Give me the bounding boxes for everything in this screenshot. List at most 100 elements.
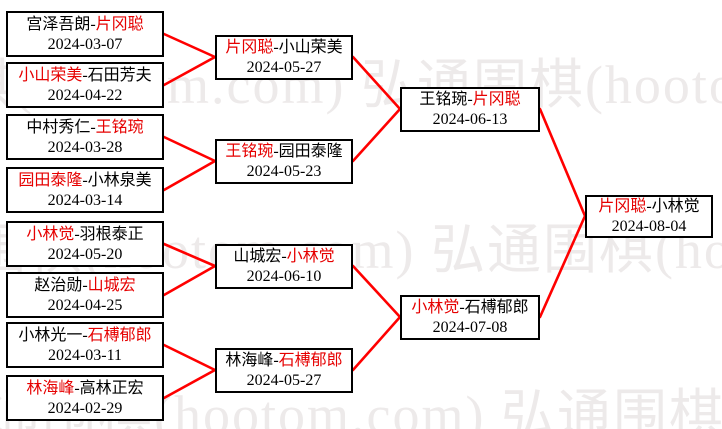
player1-name: 小林觉 <box>26 225 75 243</box>
match-players: 山城宏-小林觉 <box>233 246 334 267</box>
player1-name: 王铭琬 <box>225 143 274 160</box>
match-date: 2024-05-27 <box>246 59 322 76</box>
player2-name: 小林泉美 <box>87 171 152 189</box>
player1-name: 小山荣美 <box>18 66 83 84</box>
match-date: 2024-04-22 <box>47 86 123 104</box>
player2-name: 石榑郁郎 <box>464 299 529 316</box>
match-players: 宫泽吾朗-片冈聪 <box>26 14 143 35</box>
match-date: 2024-03-11 <box>47 346 123 364</box>
player1-name: 林海峰 <box>26 379 75 397</box>
match-date: 2024-04-25 <box>47 296 123 314</box>
player2-name: 石田芳夫 <box>87 66 152 84</box>
players-separator: - <box>459 299 465 316</box>
connector-line <box>538 107 587 218</box>
player2-name: 小林觉 <box>286 248 335 265</box>
match-date: 2024-05-20 <box>47 245 123 263</box>
players-separator: - <box>74 379 80 397</box>
match-box: 小林觉-石榑郁郎 2024-07-08 <box>400 295 540 340</box>
player2-name: 石榑郁郎 <box>87 326 152 344</box>
players-separator: - <box>82 326 88 344</box>
match-box: 小林觉-羽根泰正 2024-05-20 <box>6 221 164 267</box>
match-date: 2024-05-27 <box>246 372 322 389</box>
match-date: 2024-08-04 <box>611 218 687 235</box>
match-players: 小林觉-石榑郁郎 <box>411 297 528 318</box>
match-date: 2024-03-14 <box>47 191 123 209</box>
match-date: 2024-07-08 <box>432 319 508 336</box>
players-separator: - <box>273 352 279 369</box>
connector-line <box>162 32 217 59</box>
player2-name: 小林觉 <box>651 198 700 215</box>
connector-line <box>162 135 217 163</box>
player1-name: 片冈聪 <box>225 39 274 56</box>
player1-name: 宫泽吾朗 <box>26 15 91 33</box>
connector-line <box>538 214 587 319</box>
match-box: 中村秀仁-王铭琬 2024-03-28 <box>6 114 164 160</box>
player2-name: 片冈聪 <box>95 15 144 33</box>
match-players: 王铭琬-园田泰隆 <box>225 141 342 162</box>
connector-line <box>351 55 402 111</box>
players-separator: - <box>281 248 287 265</box>
connector-line <box>162 159 217 192</box>
match-box: 山城宏-小林觉 2024-06-10 <box>215 244 353 289</box>
match-box: 赵治勋-山城宏 2024-04-25 <box>6 272 164 318</box>
player1-name: 片冈聪 <box>598 198 647 215</box>
connector-line <box>162 242 217 268</box>
player1-name: 园田泰隆 <box>18 171 83 189</box>
match-date: 2024-05-23 <box>246 163 322 180</box>
player1-name: 山城宏 <box>233 248 282 265</box>
match-players: 中村秀仁-王铭琬 <box>26 117 143 138</box>
match-box: 片冈聪-小林觉 2024-08-04 <box>585 195 713 238</box>
connector-line <box>162 264 217 297</box>
player1-name: 小林光一 <box>18 326 83 344</box>
connector-line <box>351 264 402 319</box>
match-players: 小林觉-羽根泰正 <box>26 224 143 245</box>
match-date: 2024-06-10 <box>246 268 322 285</box>
players-separator: - <box>74 225 80 243</box>
players-separator: - <box>273 39 279 56</box>
match-date: 2024-03-07 <box>47 35 123 53</box>
players-separator: - <box>82 66 88 84</box>
players-separator: - <box>82 276 88 294</box>
connector-line <box>351 107 402 163</box>
player1-name: 林海峰 <box>225 352 274 369</box>
connector-line <box>351 315 402 372</box>
match-players: 片冈聪-小山荣美 <box>225 37 342 58</box>
match-box: 小林光一-石榑郁郎 2024-03-11 <box>6 322 164 368</box>
players-separator: - <box>467 91 473 108</box>
match-players: 小林光一-石榑郁郎 <box>18 325 151 346</box>
match-box: 片冈聪-小山荣美 2024-05-27 <box>215 35 353 80</box>
player1-name: 小林觉 <box>411 299 460 316</box>
match-players: 园田泰隆-小林泉美 <box>18 170 151 191</box>
player2-name: 园田泰隆 <box>278 143 343 160</box>
player2-name: 片冈聪 <box>472 91 521 108</box>
match-players: 片冈聪-小林觉 <box>598 196 699 217</box>
connector-line <box>162 343 217 372</box>
match-box: 小山荣美-石田芳夫 2024-04-22 <box>6 62 164 108</box>
player2-name: 高林正宏 <box>79 379 144 397</box>
players-separator: - <box>82 171 88 189</box>
player2-name: 羽根泰正 <box>79 225 144 243</box>
player2-name: 石榑郁郎 <box>278 352 343 369</box>
match-box: 宫泽吾朗-片冈聪 2024-03-07 <box>6 11 164 57</box>
match-box: 王铭琬-园田泰隆 2024-05-23 <box>215 139 353 184</box>
match-date: 2024-02-29 <box>47 399 123 417</box>
connector-line <box>162 55 217 87</box>
match-players: 赵治勋-山城宏 <box>34 275 135 296</box>
player1-name: 王铭琬 <box>419 91 468 108</box>
players-separator: - <box>273 143 279 160</box>
match-players: 林海峰-石榑郁郎 <box>225 350 342 371</box>
players-separator: - <box>90 15 96 33</box>
player2-name: 王铭琬 <box>95 118 144 136</box>
match-players: 小山荣美-石田芳夫 <box>18 65 151 86</box>
match-players: 林海峰-高林正宏 <box>26 378 143 399</box>
match-players: 王铭琬-片冈聪 <box>419 89 520 110</box>
match-box: 林海峰-高林正宏 2024-02-29 <box>6 375 164 421</box>
match-box: 王铭琬-片冈聪 2024-06-13 <box>400 87 540 132</box>
match-date: 2024-03-28 <box>47 138 123 156</box>
match-box: 园田泰隆-小林泉美 2024-03-14 <box>6 167 164 213</box>
players-separator: - <box>646 198 652 215</box>
player1-name: 中村秀仁 <box>26 118 91 136</box>
connector-line <box>162 368 217 400</box>
